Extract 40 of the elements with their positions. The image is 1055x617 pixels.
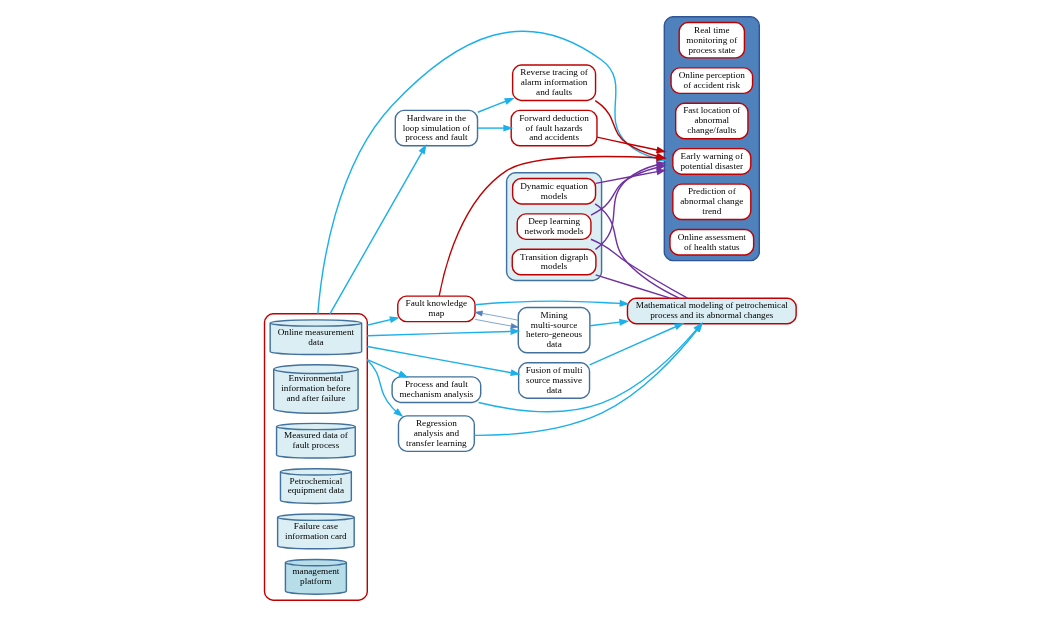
node-box: Real time monitoring of process state bbox=[678, 21, 746, 59]
arrow bbox=[589, 318, 630, 327]
node-box: Deep learning network models bbox=[516, 213, 592, 241]
node-box: Fusion of multi source massive data bbox=[517, 362, 591, 399]
node-box: Mining multi-source hetero-geneous data bbox=[517, 306, 591, 354]
arrow bbox=[366, 358, 409, 378]
connector bbox=[594, 274, 671, 299]
arrow bbox=[366, 345, 521, 377]
cluster bbox=[505, 172, 603, 282]
arrow bbox=[477, 97, 515, 113]
node-box: Regression analysis and transfer learning bbox=[397, 415, 476, 453]
node-box: Forward deduction of fault hazards and accidents bbox=[510, 109, 598, 147]
node-box: Transition digraph models bbox=[511, 248, 597, 276]
arrow bbox=[590, 164, 667, 216]
node-box: Process and fault mechanism analysis bbox=[391, 376, 482, 404]
arrow bbox=[329, 144, 427, 315]
node-box: Dynamic equation models bbox=[511, 177, 597, 205]
arrow bbox=[477, 124, 514, 132]
node-box: Hardware in the loop simulation of process and fault bbox=[394, 109, 479, 147]
node-box: Fault knowledge map bbox=[397, 295, 476, 323]
node-box: Early warning of potential disaster bbox=[672, 147, 752, 175]
cluster bbox=[263, 313, 368, 601]
node-box: Online assessment of health status bbox=[669, 228, 755, 256]
arrow bbox=[594, 168, 667, 185]
arrow bbox=[474, 299, 630, 307]
node-box: Prediction of abnormal change trend bbox=[672, 183, 752, 221]
arrow bbox=[366, 316, 400, 326]
arrow bbox=[596, 136, 667, 154]
connector bbox=[590, 238, 689, 299]
arrow bbox=[366, 327, 521, 337]
arrow bbox=[474, 310, 519, 321]
node-box: Reverse tracing of alarm information and faults bbox=[511, 64, 597, 102]
node-box: Online perception of accident risk bbox=[670, 67, 754, 95]
node-box: Mathematical modeling of petrochemical process and its abnormal changes bbox=[626, 297, 797, 325]
connector bbox=[594, 203, 680, 299]
arrow bbox=[588, 322, 685, 366]
arrow bbox=[366, 359, 404, 418]
cluster bbox=[663, 16, 760, 262]
node-box: Fast location of abnormal change/faults bbox=[674, 102, 749, 140]
arrow bbox=[474, 318, 519, 329]
